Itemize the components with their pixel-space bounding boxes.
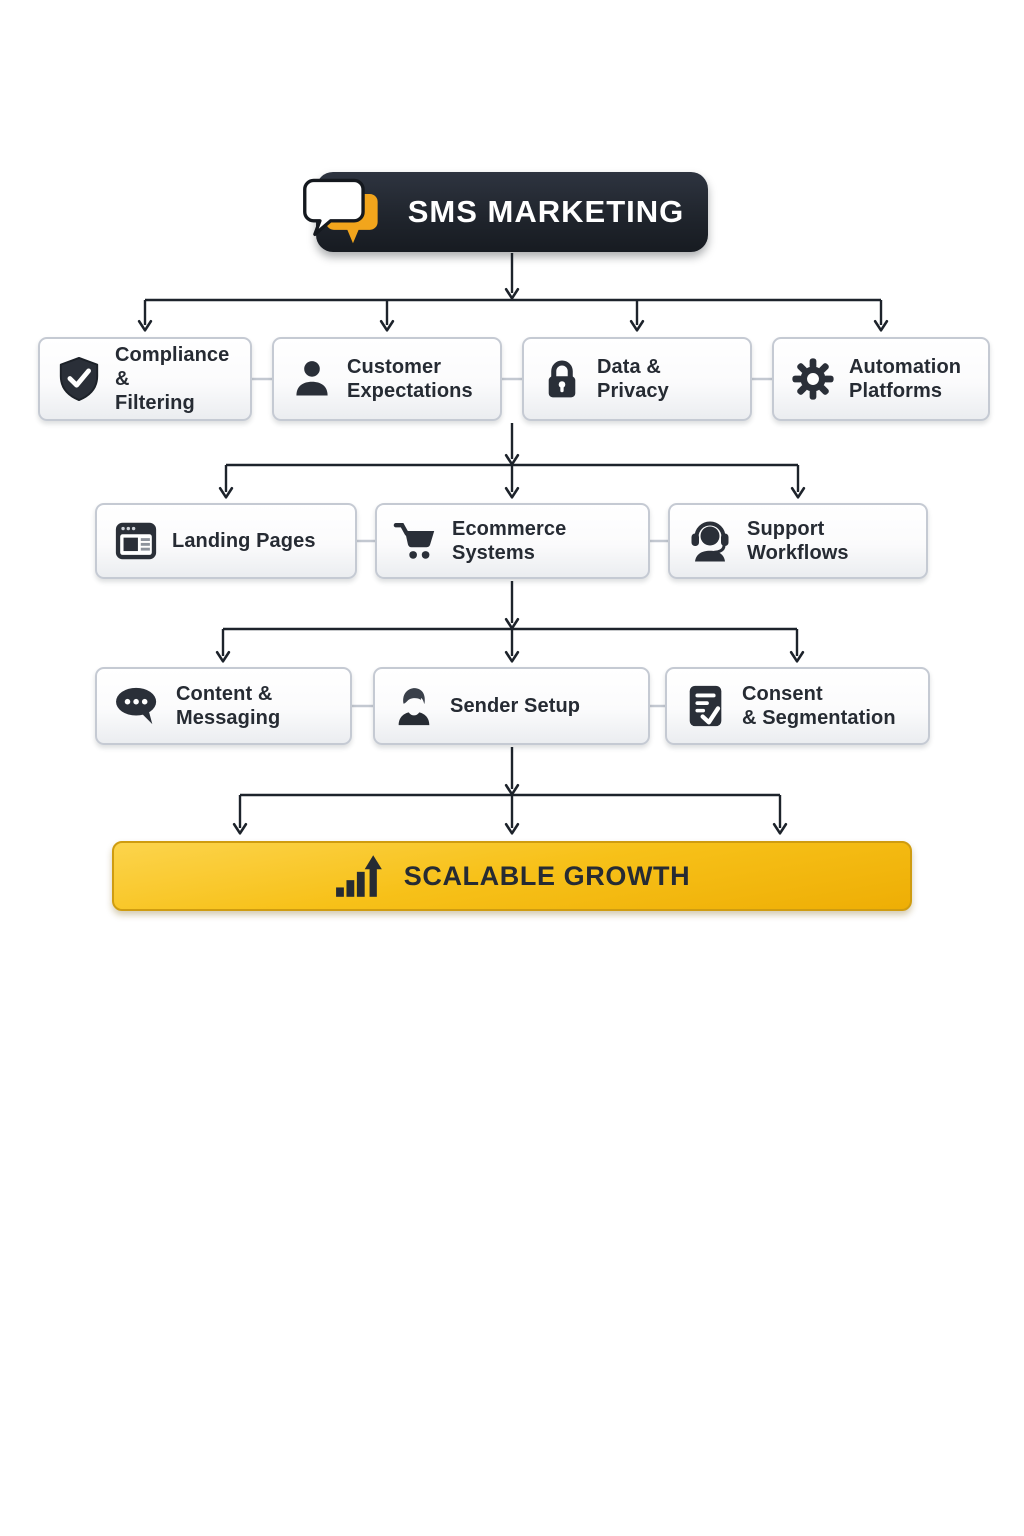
flow-arrows <box>137 253 889 835</box>
chat-ellipsis-icon <box>113 685 163 727</box>
node-label: Landing Pages <box>172 530 316 552</box>
node-label: Ecommerce Systems <box>452 518 567 564</box>
growth-bars-arrow-icon <box>334 853 386 899</box>
node-label: Compliance & Filtering <box>115 344 230 414</box>
user-avatar-icon <box>391 683 437 729</box>
node-sms-marketing: SMS MARKETING <box>303 172 708 252</box>
node-sender-setup: Sender Setup <box>373 667 650 745</box>
user-icon <box>290 357 334 401</box>
node-compliance-filtering: Compliance & Filtering <box>38 337 252 421</box>
node-label: Content & Messaging <box>176 683 281 729</box>
sibling-links <box>252 377 772 708</box>
node-label: Sender Setup <box>450 695 581 717</box>
root-label: SMS MARKETING <box>407 194 685 230</box>
node-scalable-growth: SCALABLE GROWTH <box>112 841 912 911</box>
node-automation-platforms: Automation Platforms <box>772 337 990 421</box>
node-consent-segmentation: Consent & Segmentation <box>665 667 930 745</box>
node-content-messaging: Content & Messaging <box>95 667 352 745</box>
node-label: Consent & Segmentation <box>742 683 896 729</box>
gear-icon <box>790 356 836 402</box>
lock-icon <box>540 357 584 401</box>
headset-support-icon <box>686 517 734 565</box>
node-landing-pages: Landing Pages <box>95 503 357 579</box>
node-label: Automation Platforms <box>849 356 962 402</box>
banner-label: SCALABLE GROWTH <box>403 860 691 891</box>
chat-bubbles-icon <box>300 176 388 250</box>
shield-check-icon <box>56 356 102 402</box>
node-label: Customer Expectations <box>347 356 473 402</box>
node-label: Data & Privacy <box>597 356 669 402</box>
node-customer-expectations: Customer Expectations <box>272 337 502 421</box>
node-data-privacy: Data & Privacy <box>522 337 752 421</box>
browser-window-icon <box>113 518 159 564</box>
checklist-document-icon <box>683 683 729 729</box>
shopping-cart-icon <box>393 518 439 564</box>
node-label: Support Workflows <box>747 518 849 564</box>
node-ecommerce-systems: Ecommerce Systems <box>375 503 650 579</box>
node-support-workflows: Support Workflows <box>668 503 928 579</box>
